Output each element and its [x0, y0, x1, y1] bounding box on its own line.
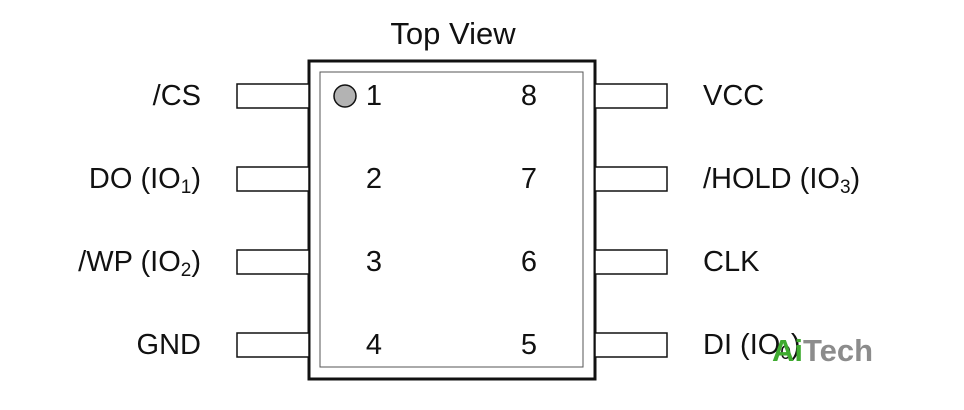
pin-label-1: /CS [152, 80, 201, 112]
pin-label-2: DO (IO1) [88, 163, 201, 198]
pin-lead-3 [236, 249, 310, 275]
pin-label-4: GND [136, 329, 201, 361]
pin-lead-6 [594, 249, 668, 275]
pin-number-4: 4 [365, 329, 383, 361]
pin-number-6: 6 [520, 246, 538, 278]
package-inner-outline [319, 71, 584, 368]
watermark-logo: AiTech [772, 333, 874, 368]
pin-label-5: DI (IO0) [703, 329, 801, 364]
pin-lead-1 [236, 83, 310, 109]
pin1-indicator-dot [333, 84, 357, 108]
pin-number-8: 8 [520, 80, 538, 112]
diagram-title: Top View [390, 16, 516, 51]
pin-number-3: 3 [365, 246, 383, 278]
pin-lead-2 [236, 166, 310, 192]
pin-lead-4 [236, 332, 310, 358]
pin-lead-7 [594, 166, 668, 192]
pin-number-2: 2 [365, 163, 383, 195]
package-outline [307, 59, 597, 381]
pin-number-7: 7 [520, 163, 538, 195]
pin-label-7: /HOLD (IO3) [703, 163, 861, 198]
pin-label-6: CLK [703, 246, 760, 278]
pin-number-1: 1 [365, 80, 383, 112]
pin-number-5: 5 [520, 329, 538, 361]
pin-label-3: /WP (IO2) [78, 246, 201, 281]
pin-label-8: VCC [703, 80, 765, 112]
pin-lead-8 [594, 83, 668, 109]
pin-lead-5 [594, 332, 668, 358]
